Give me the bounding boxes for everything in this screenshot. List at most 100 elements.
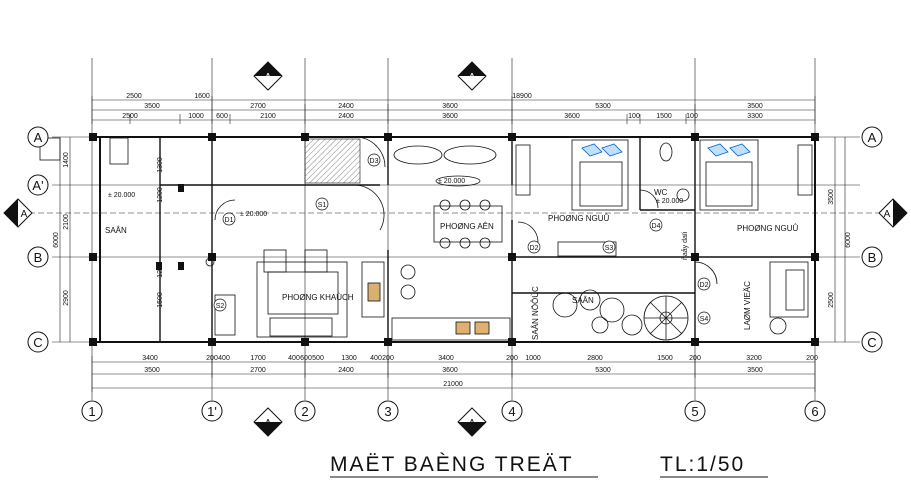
dim-bottom-r2: 3600 (442, 367, 458, 374)
grid-label-col: 3 (384, 404, 391, 419)
dim-bottom: 2800 (587, 355, 603, 362)
dim-top-r3: 100 (686, 113, 698, 120)
level-mark: ± 20.000 (656, 198, 683, 205)
dim-top-2: 1600 (194, 93, 210, 100)
dim-bottom: 3200 (746, 355, 762, 362)
grid-label-row: A' (32, 178, 43, 193)
dim-top-r3: 1500 (656, 113, 672, 120)
room-lam-viec: LAØM VIEÄC (743, 281, 752, 330)
dim-total: 21000 (443, 381, 463, 388)
room-labels: SAÂN PHOØNG KHAÙCH PHOØNG AÊN PHOØNG NGU… (105, 188, 799, 340)
dim-top-r3: 600 (216, 113, 228, 120)
dim-top-r3: 3600 (442, 113, 458, 120)
grid-label-col: 1' (207, 404, 217, 419)
pillows (581, 143, 751, 157)
door-tag: D1 (225, 217, 234, 224)
dim-bottom-r2: 2700 (250, 367, 266, 374)
level-mark: ± 20.000 (438, 178, 465, 185)
room-phong-khach: PHOØNG KHAÙCH (282, 293, 354, 302)
drawing-scale: TL:1/50 (660, 453, 745, 476)
section-marker-label: A (469, 418, 476, 429)
door-tag: D3 (370, 158, 379, 165)
dim-bottom: 400 (218, 355, 230, 362)
level-mark: ± 20.000 (108, 192, 135, 199)
dim-top-r3: 2500 (122, 113, 138, 120)
dim-top-r3: 2100 (260, 113, 276, 120)
dim-bottom: 1500 (657, 355, 673, 362)
section-marker-label: A (469, 72, 476, 83)
dimension-lines-side (59, 137, 846, 342)
section-marker-label: A (21, 209, 28, 220)
grid-label-row: B (34, 250, 43, 265)
dim-bottom-r2: 5300 (595, 367, 611, 374)
dim-right: 6000 (845, 232, 852, 248)
exterior-walls (92, 136, 816, 343)
door-tag: D4 (652, 223, 661, 230)
drawing-title: MAËT BAÈNG TREÄT (330, 453, 574, 476)
stair-tag: S4 (700, 316, 709, 323)
door-tags (213, 153, 711, 325)
door-tag: D2 (530, 245, 539, 252)
dimension-lines-top (91, 96, 816, 124)
dimension-lines-bottom (91, 356, 816, 392)
dim-top-r3: 100 (628, 113, 640, 120)
dim-bottom-r2: 3500 (747, 367, 763, 374)
dim-bottom: 200 (689, 355, 701, 362)
grid-label-col: 4 (508, 404, 515, 419)
dim-top-r2: 3500 (144, 103, 160, 110)
dim-top-r2: 5300 (595, 103, 611, 110)
hatched-area (304, 138, 361, 184)
dim-left: 6000 (53, 232, 60, 248)
section-marker-label: A (265, 72, 272, 83)
room-wc: WC (654, 188, 668, 197)
dim-bottom: 1300 (341, 355, 357, 362)
section-fill (4, 62, 907, 436)
structural-columns (89, 133, 819, 346)
dim-bottom-r2: 3500 (144, 367, 160, 374)
grid-bubbles (27, 126, 883, 422)
interior-walls (159, 137, 815, 342)
dim-right: 3500 (828, 189, 835, 205)
dim-right: 2500 (828, 292, 835, 308)
dim-bottom-r2: 2400 (338, 367, 354, 374)
dim-bottom: 500 (312, 355, 324, 362)
dim-bottom: 600 (300, 355, 312, 362)
grid-label-col: 2 (301, 404, 308, 419)
dim-bottom: 200 (506, 355, 518, 362)
room-phong-an: PHOØNG AÊN (440, 222, 494, 231)
dim-bottom: 200 (382, 355, 394, 362)
grid-bubble-labels: 1 1' 2 3 4 5 6 A A' B C A B C (32, 130, 876, 419)
room-phong-ngu-2: PHOØNG NGUÛ (737, 224, 799, 233)
stair-note: ñaåy daïi (681, 231, 689, 260)
section-marker-label: A (265, 418, 272, 429)
dimension-text-bottom: 3400 200 400 1700 400 600 500 1300 400 2… (142, 355, 818, 388)
dim-bottom: 3400 (438, 355, 454, 362)
dim-top-r2: 2700 (250, 103, 266, 110)
section-marker-label: A (884, 209, 891, 220)
dim-left: 2100 (63, 214, 70, 230)
grid-label-col: 6 (811, 404, 818, 419)
door-tag-text: D1 D2 D3 D4 D2 S1 S2 S3 S4 (216, 158, 709, 323)
dim-bottom: 1000 (525, 355, 541, 362)
dim-top-3: 18900 (512, 93, 532, 100)
furniture (39, 136, 813, 341)
dim-left: 2900 (63, 290, 70, 306)
grid-label-row: A (34, 130, 43, 145)
grid-label-col: 5 (691, 404, 698, 419)
grid-label-col: 1 (88, 404, 95, 419)
grid-label-row-right: B (868, 250, 877, 265)
stair-tag: S3 (605, 245, 614, 252)
dim-bottom: 200 (206, 355, 218, 362)
section-marker-labels: A A A A A A (21, 72, 891, 429)
dim-bottom: 400 (370, 355, 382, 362)
room-san-left: SAÂN (105, 226, 127, 235)
dim-bottom: 3400 (142, 355, 158, 362)
dim-bottom: 1700 (250, 355, 266, 362)
stair-tag: S1 (318, 202, 327, 209)
dim-top-r2: 3600 (442, 103, 458, 110)
dim-top-r3: 3300 (747, 113, 763, 120)
dim-top-r3: 1000 (188, 113, 204, 120)
grid-label-row-right: C (867, 335, 876, 350)
level-mark: ± 20.000 (240, 211, 267, 218)
